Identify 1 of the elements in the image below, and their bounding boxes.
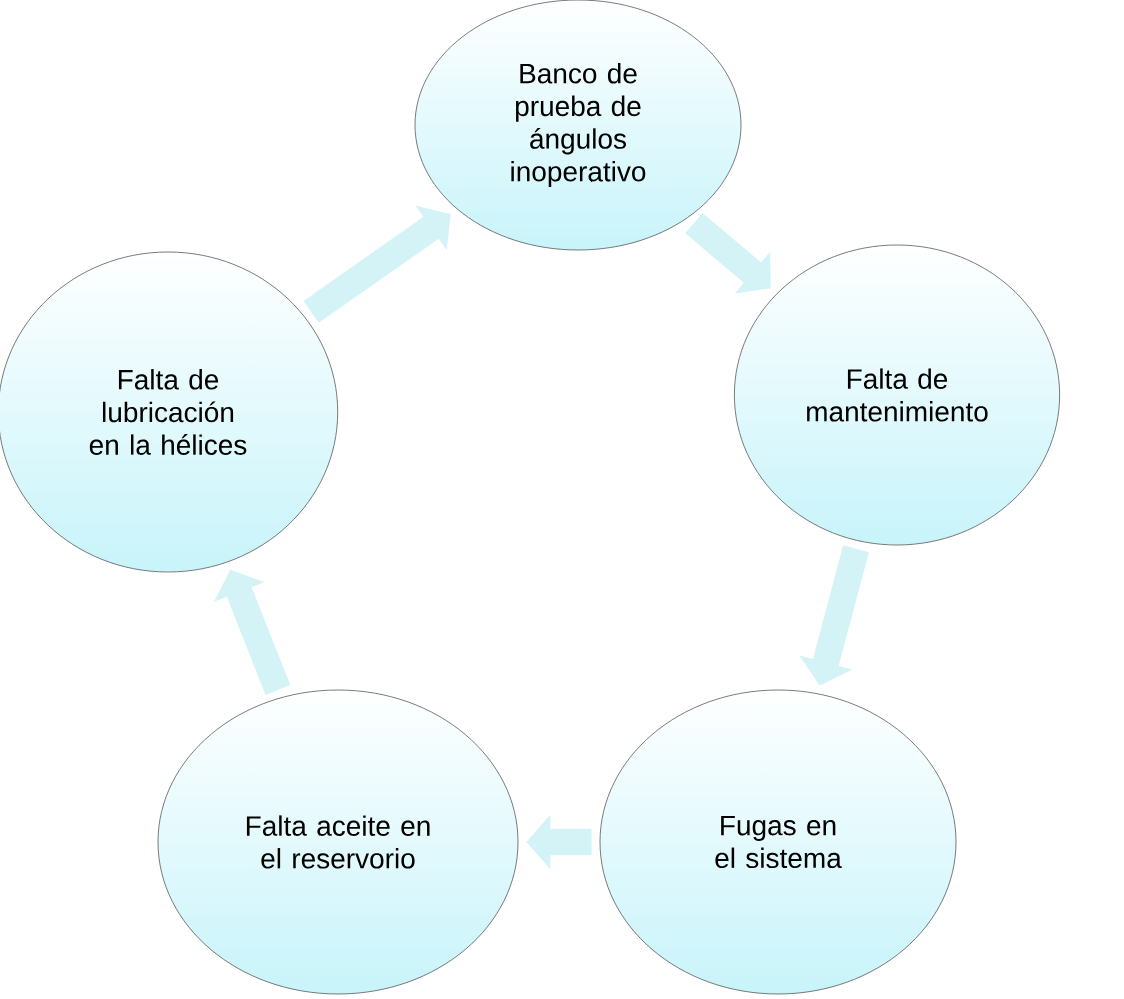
block-arrow [303,205,451,323]
